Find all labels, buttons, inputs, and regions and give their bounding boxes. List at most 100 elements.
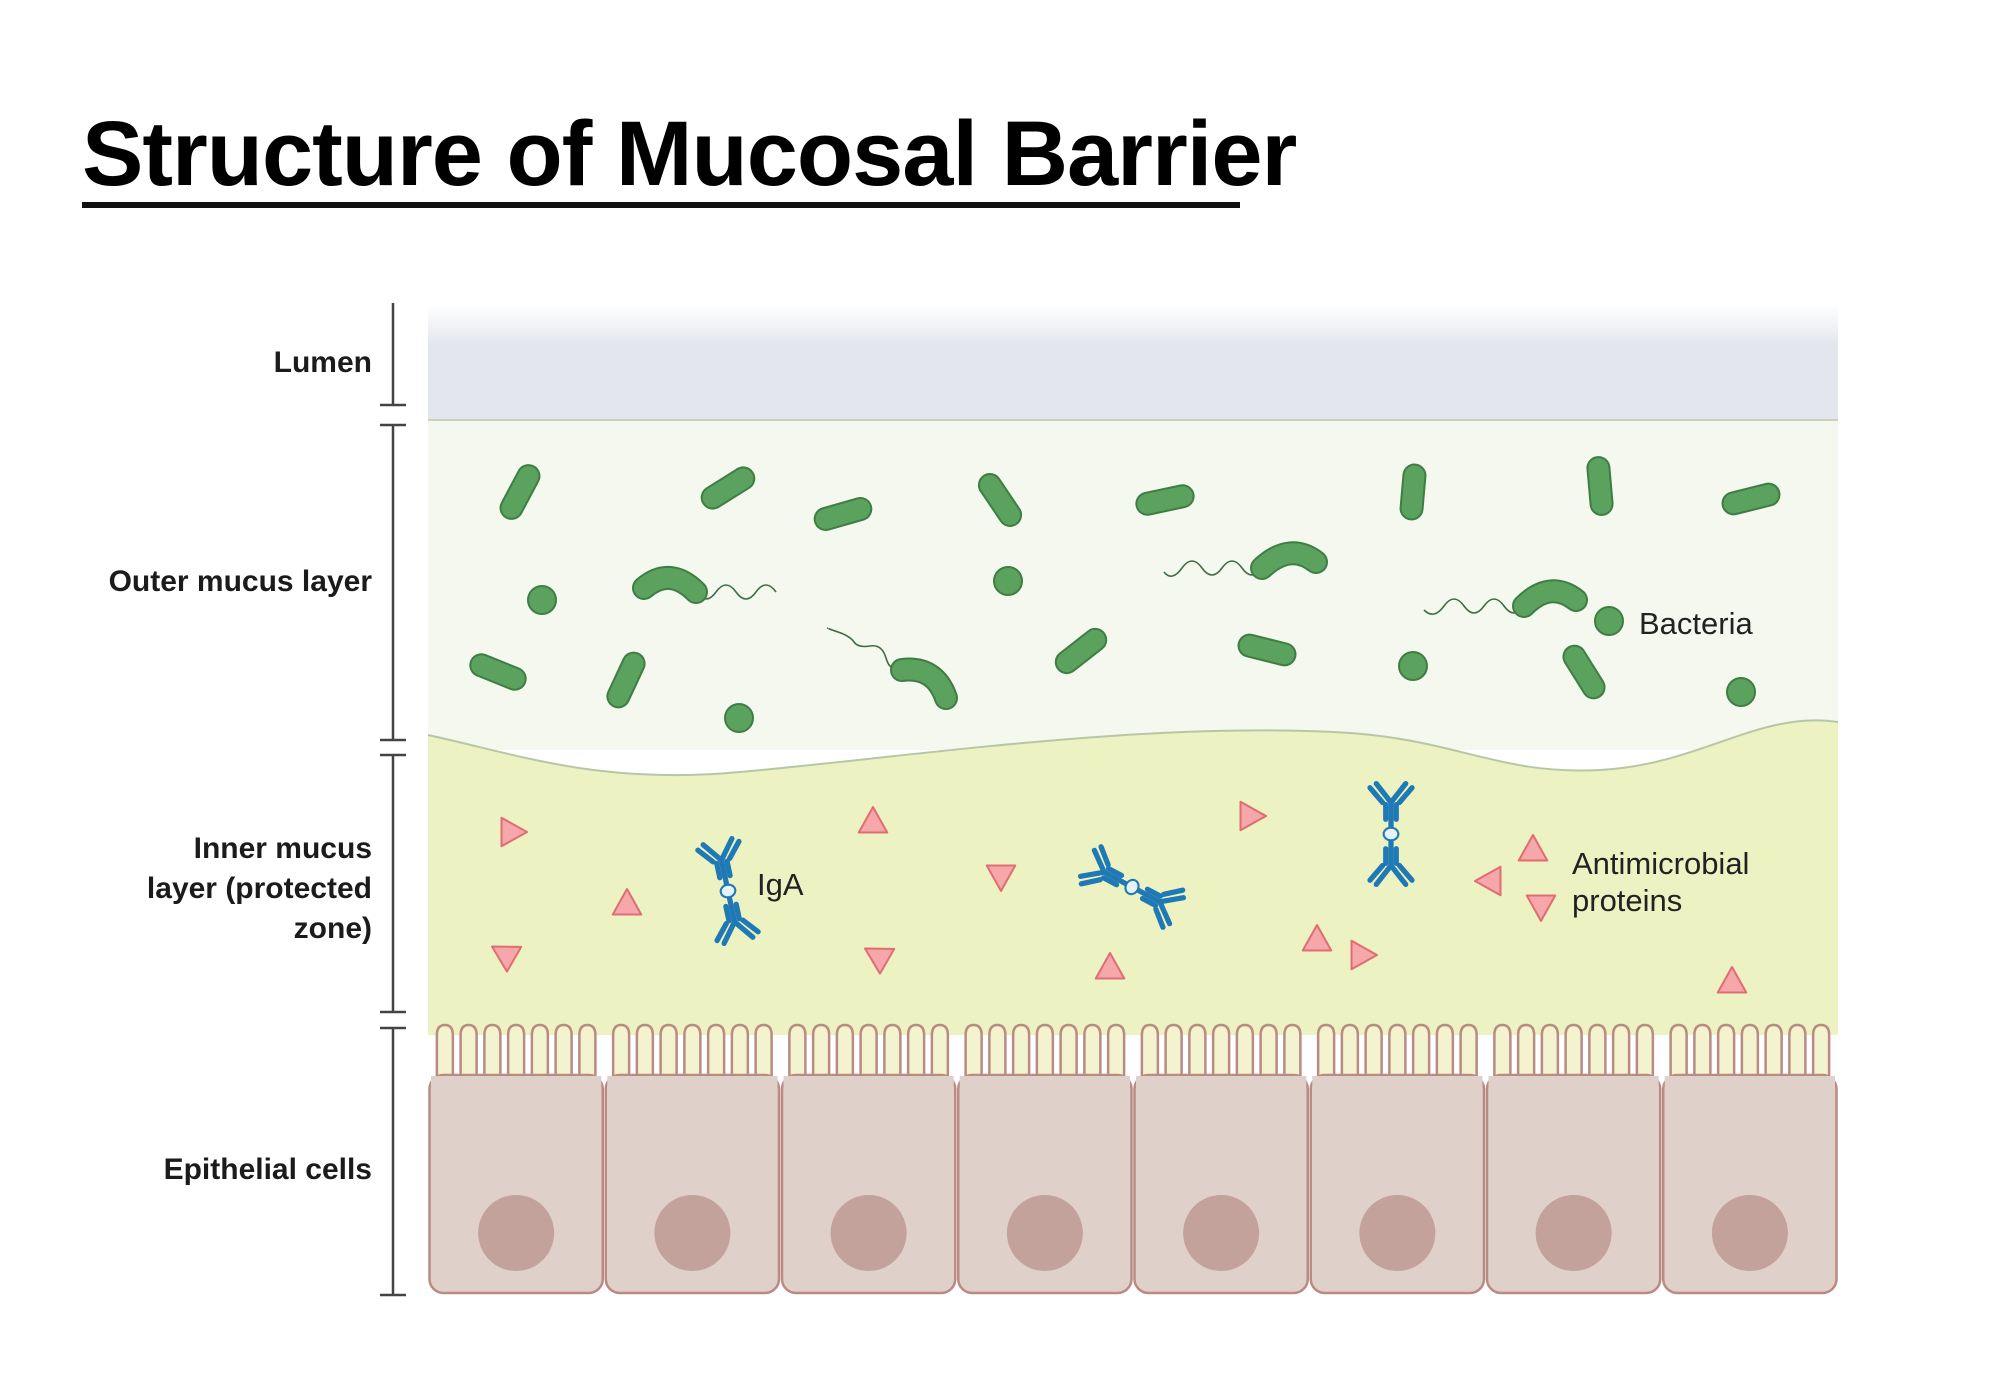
antibody-arm	[1388, 780, 1409, 806]
antibody-arm	[718, 836, 735, 863]
epithelial-cell	[780, 1023, 957, 1295]
antibody-arm-chain	[1396, 785, 1415, 806]
cell-body-top	[1664, 1076, 1835, 1090]
coccus-bacterium-icon	[724, 703, 754, 733]
rod-bacterium-icon	[1054, 627, 1108, 675]
antibody-stem	[1134, 887, 1163, 905]
cell-body	[428, 1073, 604, 1295]
antibody-chain	[1139, 895, 1159, 909]
antibody-stem	[1101, 869, 1130, 887]
flagellated-bacterium-icon	[826, 627, 958, 710]
nucleus-icon	[1359, 1195, 1436, 1271]
antibody-arm	[1091, 847, 1107, 875]
antibody-stem	[726, 894, 738, 925]
coccus-bacterium-icon	[1594, 606, 1624, 636]
epithelial-cell	[957, 1023, 1133, 1295]
antimicrobial-protein-icon	[1525, 894, 1557, 922]
rod-bacterium-icon	[499, 464, 541, 520]
epithelial-label: Epithelial cells	[163, 1153, 372, 1186]
antimicrobial-protein-icon	[857, 806, 889, 834]
epithelial-cell	[1133, 1023, 1309, 1295]
iga-antibodies-group	[695, 780, 1415, 946]
antimicrobial-protein-icon	[1474, 865, 1502, 897]
antibody-arm	[1077, 869, 1107, 879]
antibody-arm	[700, 842, 725, 863]
cell-body	[1662, 1073, 1838, 1295]
rod-bacterium-icon	[1562, 644, 1606, 700]
microvilli	[1665, 1023, 1834, 1080]
cell-body-top	[1488, 1076, 1659, 1090]
coccus-bacterium-icon	[1726, 677, 1756, 707]
antibody-stem	[718, 857, 730, 888]
antimicrobial-protein-icon	[1094, 952, 1126, 980]
nucleus-icon	[830, 1195, 907, 1271]
flagellum	[1163, 560, 1263, 577]
antimicrobial-protein-icon	[1517, 834, 1549, 862]
microvilli	[784, 1023, 953, 1080]
flagellated-bacterium-icon	[1163, 541, 1328, 580]
antibody-arm-chain	[1153, 906, 1166, 930]
antibody-chain	[1144, 886, 1164, 899]
antibody-arm	[1157, 899, 1173, 927]
cell-body-top	[783, 1076, 954, 1090]
flagellum	[1423, 598, 1525, 615]
microvilli	[1313, 1023, 1482, 1080]
microvilli	[432, 1023, 601, 1080]
iga-antibody-icon	[695, 836, 761, 946]
antimicrobial-protein-icon	[611, 888, 643, 916]
nucleus-icon	[1535, 1195, 1612, 1271]
bacteria-group	[469, 456, 1781, 733]
coccus-bacterium-icon	[527, 585, 557, 615]
mucus-boundary	[427, 719, 1839, 777]
bacterium-body	[634, 567, 706, 602]
iga-antibody-icon	[1077, 844, 1187, 930]
antibody-arm	[1388, 862, 1409, 888]
j-chain	[1382, 826, 1400, 842]
epithelial-cells	[428, 1023, 1838, 1295]
flagellated-bacterium-icon	[632, 565, 777, 604]
bacteria-label: Bacteria	[1639, 606, 1753, 641]
rod-bacterium-icon	[1721, 482, 1781, 516]
rod-bacterium-icon	[813, 497, 873, 531]
bacterium-body	[1514, 581, 1586, 616]
rod-bacterium-icon	[1399, 463, 1427, 521]
bacterium-body	[1252, 543, 1326, 578]
coccus-bacterium-icon	[1398, 651, 1428, 681]
antimicrobial-label-line1: Antimicrobial	[1572, 846, 1749, 881]
antibody-arm-chain	[1396, 862, 1415, 883]
antibody-chain	[733, 901, 742, 922]
rod-bacterium-icon	[700, 466, 756, 510]
cell-body-top	[431, 1076, 602, 1090]
cell-body-top	[959, 1076, 1130, 1090]
antimicrobial-protein-icon	[1716, 966, 1748, 994]
layer-brackets	[380, 303, 406, 1297]
microvilli	[1137, 1023, 1306, 1080]
flagellum	[695, 584, 777, 600]
j-chain	[719, 883, 737, 899]
antibody-arm-chain	[1367, 862, 1386, 883]
cell-body	[957, 1073, 1133, 1295]
antibody-arm-chain	[695, 847, 716, 865]
microvilli	[608, 1023, 777, 1080]
antibody-chain	[723, 903, 732, 924]
flagellum	[826, 627, 903, 672]
antibody-chain	[724, 858, 733, 879]
cell-body-top	[607, 1076, 778, 1090]
antimicrobial-protein-icon	[1239, 800, 1267, 832]
cell-body-top	[1136, 1076, 1307, 1090]
rod-bacterium-icon	[1586, 456, 1614, 516]
nucleus-icon	[654, 1195, 731, 1271]
antibody-arm-chain	[727, 838, 742, 862]
antibody-arm-chain	[1161, 887, 1186, 897]
coccus-bacterium-icon	[993, 566, 1023, 596]
antimicrobial-proteins-group	[491, 800, 1748, 994]
lumen-label: Lumen	[273, 346, 372, 379]
rod-bacterium-icon	[1237, 633, 1297, 667]
epithelial-cell	[1309, 1023, 1486, 1295]
iga-antibody-icon	[1367, 780, 1415, 888]
iga-label: IgA	[757, 867, 804, 902]
antimicrobial-protein-icon	[491, 945, 523, 973]
epithelial-cell	[604, 1023, 781, 1295]
epithelial-cell	[428, 1023, 604, 1295]
